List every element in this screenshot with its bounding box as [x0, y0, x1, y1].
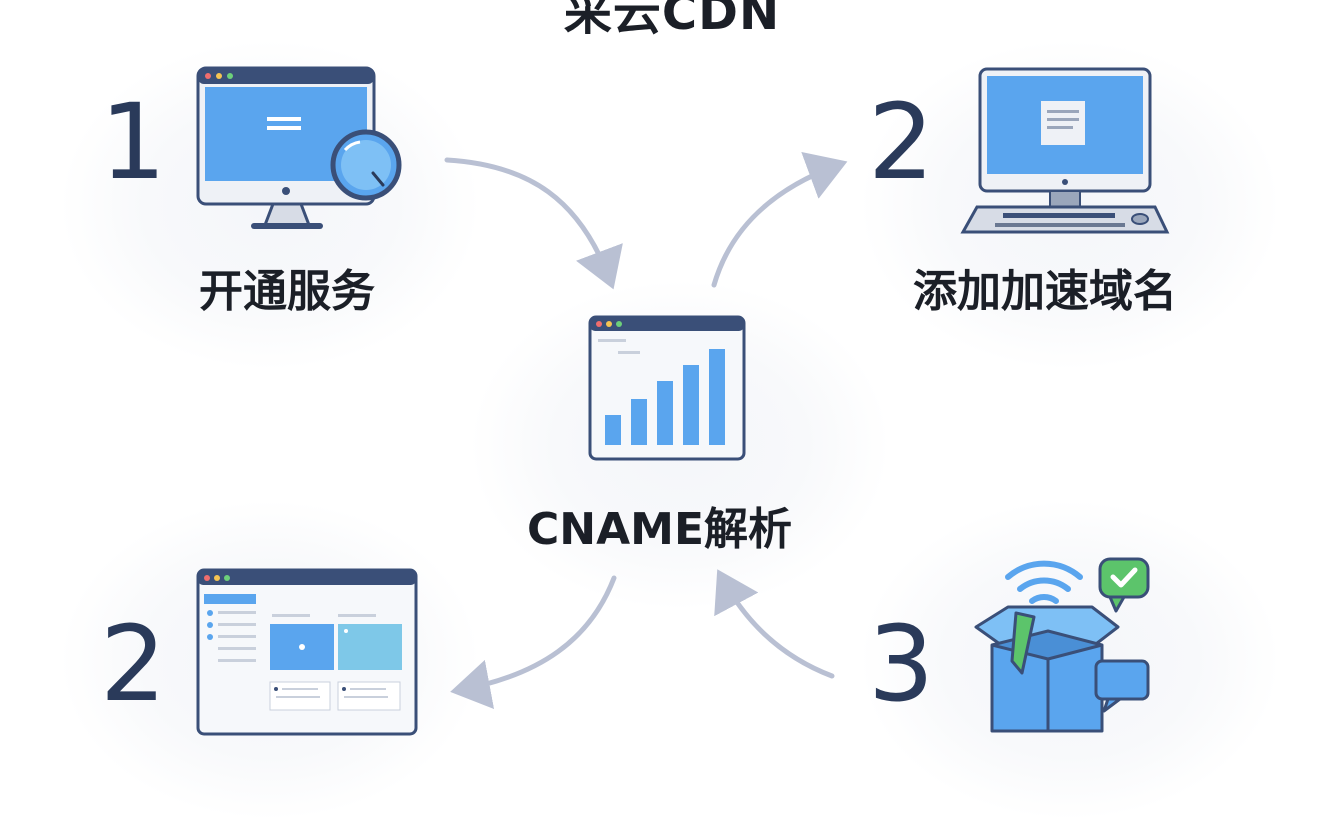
flow-arrows: [444, 151, 848, 710]
desktop-keyboard-icon: [960, 67, 1170, 234]
diagram-title: 采云CDN: [563, 0, 781, 41]
monitor-magnifier-icon: [196, 66, 402, 229]
bar-chart-window-icon: [588, 315, 746, 461]
arrow-step3-to-center: [714, 569, 835, 679]
step-1-number: 1: [100, 81, 167, 203]
step-1-label: 开通服务: [199, 266, 375, 317]
box-wifi-check-icon: [974, 557, 1150, 733]
step-2-number: 2: [868, 81, 935, 203]
step-bottom-left-number: 2: [100, 603, 167, 725]
step-2-label: 添加加速域名: [913, 266, 1177, 317]
arrow-step1-to-center: [444, 157, 623, 290]
dashboard-window-icon: [196, 568, 418, 736]
step-3-number: 3: [868, 603, 935, 725]
arrow-center-to-bottom-left: [450, 575, 617, 710]
center-label: CNAME解析: [527, 504, 793, 555]
arrow-center-to-step2: [711, 151, 848, 288]
